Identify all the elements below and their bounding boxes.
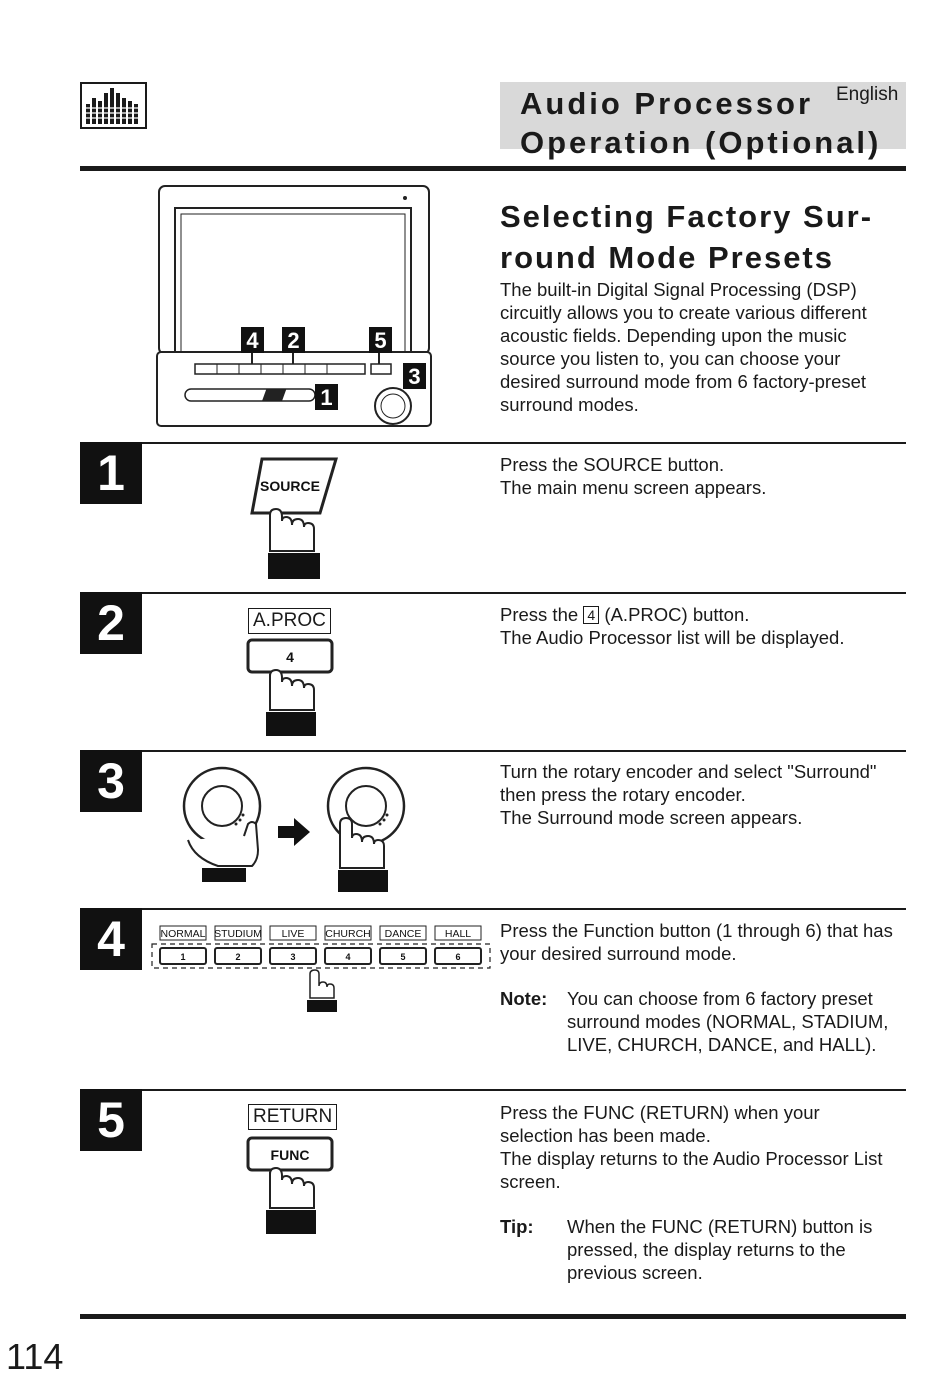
header-divider — [80, 166, 906, 171]
tip-block: Tip: When the FUNC (RETURN) button is pr… — [500, 1215, 906, 1284]
note-text: You can choose from 6 factory preset sur… — [567, 988, 889, 1055]
mode-church: CHURCH — [325, 928, 371, 940]
step-number-3: 3 — [80, 750, 142, 812]
callout-4: 4 — [246, 328, 259, 353]
footer-divider — [80, 1314, 906, 1319]
note-block: Note: You can choose from 6 factory pres… — [500, 987, 906, 1056]
intro-paragraph: The built-in Digital Signal Processing (… — [500, 279, 867, 415]
step-1-text: Press the SOURCE button. The main menu s… — [500, 453, 906, 499]
key-4-icon: 4 — [583, 606, 600, 624]
return-label-box: RETURN — [248, 1104, 338, 1130]
step-divider — [80, 592, 906, 594]
page-title-line2: Operation (Optional) — [520, 125, 882, 160]
header-banner — [500, 82, 906, 149]
func-button-press-illustration: FUNC — [246, 1136, 336, 1241]
aproc-label-box: A.PROC — [248, 608, 331, 634]
callout-3: 3 — [408, 364, 420, 389]
page-title: Audio Processor Operation (Optional) — [520, 84, 881, 162]
callout-5: 5 — [374, 328, 386, 353]
key-4-label: 4 — [286, 649, 294, 665]
mode-hall: HALL — [445, 928, 471, 940]
head-unit-illustration: 4 2 5 3 1 — [155, 184, 435, 435]
step-number-5: 5 — [80, 1089, 142, 1151]
step-3-text: Turn the rotary encoder and select "Surr… — [500, 760, 906, 829]
mode-dance: DANCE — [385, 928, 422, 940]
mode-live: LIVE — [282, 928, 305, 940]
function-buttons-illustration: NORMAL STUDIUM LIVE CHURCH DANCE HALL 1 … — [150, 924, 494, 1021]
step-1-line: Press the SOURCE button. — [500, 454, 725, 475]
step-number-2: 2 — [80, 592, 142, 654]
step-number-1: 1 — [80, 442, 142, 504]
step-2-text: Press the 4 (A.PROC) button. The Audio P… — [500, 603, 906, 649]
tip-text: When the FUNC (RETURN) button is pressed… — [567, 1216, 873, 1283]
mode-normal: NORMAL — [161, 928, 206, 940]
step-5-text: Press the FUNC (RETURN) when your select… — [500, 1101, 906, 1284]
step-1-line: The main menu screen appears. — [500, 477, 767, 498]
section-title: Selecting Factory Sur- round Mode Preset… — [500, 196, 873, 278]
key-6-label: 6 — [455, 952, 460, 962]
key-3-label: 3 — [290, 952, 295, 962]
step-divider — [80, 442, 906, 444]
key-1-label: 1 — [180, 952, 185, 962]
section-title-line1: Selecting Factory Sur- — [500, 199, 874, 234]
tip-label: Tip: — [500, 1216, 534, 1237]
step-5-line: Press the FUNC (RETURN) when your — [500, 1102, 820, 1123]
rotary-encoder-illustration — [178, 762, 428, 899]
step-5-line: selection has been made. — [500, 1125, 711, 1146]
language-label: English — [836, 84, 899, 105]
step-divider — [80, 908, 906, 910]
key-4-label: 4 — [345, 952, 350, 962]
step-3-line: Turn the rotary encoder and select "Surr… — [500, 761, 877, 782]
source-button-press-illustration: SOURCE — [248, 455, 348, 586]
step-divider — [80, 750, 906, 752]
key-2-label: 2 — [235, 952, 240, 962]
step-4-text: Press the Function button (1 through 6) … — [500, 919, 906, 1056]
func-button-label: FUNC — [271, 1147, 310, 1163]
step-3-line: The Surround mode screen appears. — [500, 807, 803, 828]
key-4-press-illustration: 4 — [246, 638, 336, 743]
equalizer-logo-icon — [80, 82, 147, 129]
step-4-line: Press the Function button (1 through 6) … — [500, 920, 893, 941]
note-label: Note: — [500, 988, 548, 1009]
page-number: 114 — [6, 1336, 64, 1377]
step-5-line: The display returns to the Audio Process… — [500, 1148, 883, 1169]
step-3-line: then press the rotary encoder. — [500, 784, 746, 805]
step-divider — [80, 1089, 906, 1091]
source-button-label: SOURCE — [260, 478, 320, 494]
step-2-line1: Press the 4 (A.PROC) button. — [500, 604, 750, 625]
step-number-4: 4 — [80, 908, 142, 970]
page-title-line1: Audio Processor — [520, 86, 814, 121]
step-5-line: screen. — [500, 1171, 561, 1192]
step-2-line2: The Audio Processor list will be display… — [500, 627, 845, 648]
step-4-line: your desired surround mode. — [500, 943, 737, 964]
mode-studium: STUDIUM — [214, 928, 262, 940]
section-title-line2: round Mode Presets — [500, 240, 834, 275]
callout-1: 1 — [320, 385, 332, 410]
key-5-label: 5 — [400, 952, 405, 962]
callout-2: 2 — [287, 328, 299, 353]
